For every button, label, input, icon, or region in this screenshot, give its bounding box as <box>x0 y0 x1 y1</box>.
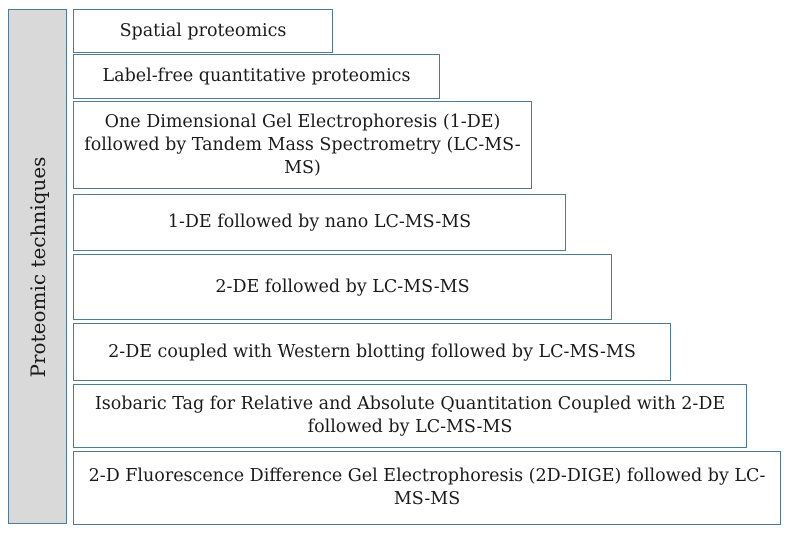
technique-box-2de-lcmsms: 2-DE followed by LC-MS-MS <box>73 254 612 320</box>
technique-label: Spatial proteomics <box>119 20 287 41</box>
technique-label: One Dimensional Gel Electrophoresis (1-D… <box>84 111 521 178</box>
technique-box-itraq-2de: Isobaric Tag for Relative and Absolute Q… <box>73 384 747 448</box>
category-sidebar: Proteomic techniques <box>8 9 67 524</box>
technique-label: 2-DE followed by LC-MS-MS <box>215 276 470 297</box>
category-label: Proteomic techniques <box>25 156 50 377</box>
technique-box-spatial-proteomics: Spatial proteomics <box>73 9 333 53</box>
technique-label: 1-DE followed by nano LC-MS-MS <box>167 212 472 232</box>
technique-box-2de-western-blot: 2-DE coupled with Western blotting follo… <box>73 323 671 381</box>
technique-label: 2-D Fluorescence Difference Gel Electrop… <box>88 466 766 509</box>
technique-box-label-free: Label-free quantitative proteomics <box>73 54 440 99</box>
technique-box-2d-dige: 2-D Fluorescence Difference Gel Electrop… <box>73 451 781 525</box>
technique-label: 2-DE coupled with Western blotting follo… <box>108 341 636 362</box>
technique-box-1de-nano-lcmsms: 1-DE followed by nano LC-MS-MS <box>73 194 566 251</box>
technique-box-1de-tandem-ms: One Dimensional Gel Electrophoresis (1-D… <box>73 101 532 189</box>
technique-label: Label-free quantitative proteomics <box>102 66 411 86</box>
technique-label: Isobaric Tag for Relative and Absolute Q… <box>94 394 726 437</box>
